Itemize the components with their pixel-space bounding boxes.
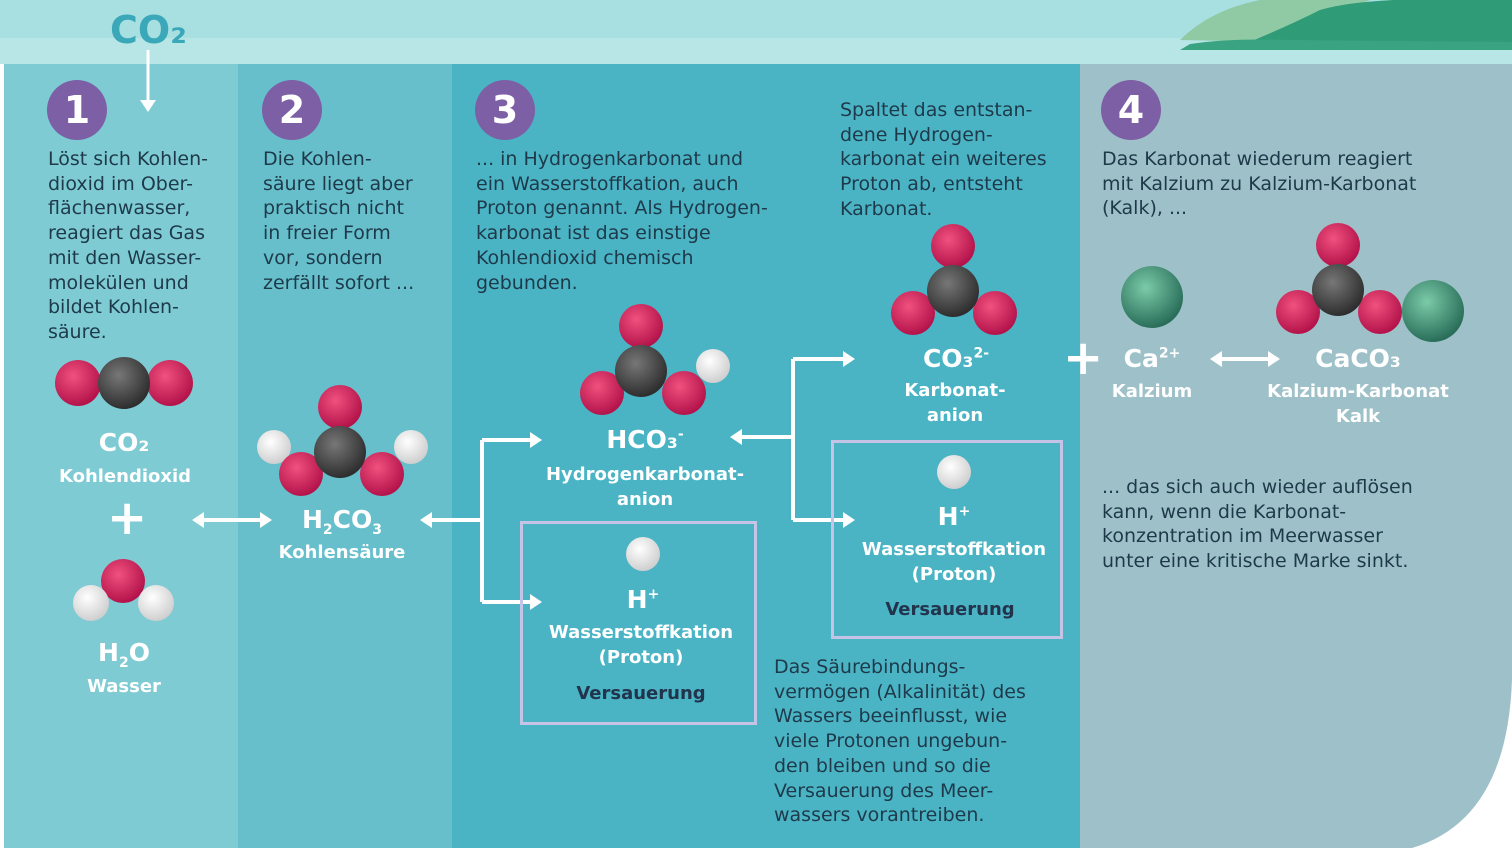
plus-sign-1: +: [107, 490, 148, 546]
calcium-atom: [1121, 266, 1183, 328]
h2o-formula-o: O: [128, 638, 150, 667]
ca-formula-main: Ca: [1123, 344, 1159, 373]
ca-formula-charge: 2+: [1158, 345, 1181, 362]
step-4-badge: 4: [1101, 80, 1161, 140]
proton-2-tag: Versauerung: [885, 599, 1015, 620]
step-2-text: Die Kohlen- säure liegt aber praktisch n…: [263, 148, 415, 294]
h2o-formula: H2O: [64, 638, 184, 671]
corner-curve: [1412, 680, 1512, 848]
proton-2-box: [831, 440, 1063, 639]
proton-2-atom: [937, 455, 971, 489]
proton-2-name: Wasserstoffkation (Proton): [861, 539, 1047, 585]
co3-formula-main: CO₃: [922, 344, 974, 373]
proton-2-formula-charge: +: [958, 503, 971, 520]
h2co3-molecule: [257, 385, 428, 496]
proton-1-formula: H+: [603, 585, 683, 614]
alkalinity-text: Das Säurebindungs- vermögen (Alkalinität…: [774, 656, 1026, 827]
proton-2-formula-h: H: [937, 502, 959, 531]
co3-formula-charge: 2-: [973, 345, 990, 362]
ca-formula: Ca2+: [1112, 344, 1192, 373]
step-3-badge: 3: [475, 80, 535, 140]
h2co3-name: Kohlensäure: [278, 542, 406, 563]
step-1-badge: 1: [47, 80, 107, 140]
proton-1-formula-h: H: [626, 585, 648, 614]
proton-1-formula-charge: +: [647, 586, 660, 603]
co3-molecule: [891, 224, 1017, 335]
column-step-3: [452, 64, 1080, 848]
h2co3-formula-sub2: 3: [372, 522, 383, 538]
hco3-formula: HCO₃-: [575, 425, 715, 454]
hco3-molecule: [580, 304, 730, 415]
co2-formula: CO₂: [98, 428, 150, 457]
h2co3-formula-sub1: 2: [322, 522, 333, 538]
column-step-1: [4, 64, 238, 848]
h2o-name: Wasser: [87, 676, 161, 697]
proton-2-formula: H+: [914, 502, 994, 531]
h2co3-formula-h: H: [301, 505, 323, 534]
hco3-formula-charge: -: [677, 426, 684, 443]
co2-molecule: [55, 357, 193, 409]
reaction-arrows: [200, 357, 1270, 604]
proton-1-atom: [626, 537, 660, 571]
arrow-heads: [192, 351, 1280, 610]
h2o-formula-h: H: [98, 638, 119, 667]
column-step-4: [1080, 64, 1512, 848]
plus-sign-2: +: [1063, 330, 1104, 386]
co2-down-arrow: [140, 50, 156, 112]
step-1-text: Löst sich Kohlen- dioxid im Ober- fläche…: [48, 148, 209, 343]
step-3-text: ... in Hydrogenkarbonat und ein Wasserst…: [476, 148, 768, 294]
co3-formula: CO₃2-: [896, 344, 1016, 373]
caco3-formula: CaCO₃: [1315, 344, 1401, 373]
step-3b-text: Spaltet das entstan- dene Hydrogen- karb…: [840, 99, 1047, 220]
h2o-molecule: [73, 559, 174, 621]
proton-1-box: [520, 521, 757, 725]
h2co3-formula-co: CO: [332, 505, 373, 534]
caco3-name: Kalzium-Karbonat Kalk: [1267, 381, 1449, 427]
hco3-name: Hydrogenkarbonat- anion: [545, 464, 745, 510]
proton-1-name: Wasserstoffkation (Proton): [548, 622, 734, 668]
hco3-formula-main: HCO₃: [606, 425, 678, 454]
header-co2-label: CO₂: [110, 8, 187, 52]
h2o-formula-sub: 2: [118, 655, 129, 671]
ca-name: Kalzium: [1111, 381, 1193, 402]
co3-name: Karbonat- anion: [904, 380, 1006, 426]
step-4b-text: ... das sich auch wieder auflösen kann, …: [1102, 476, 1413, 573]
step-2-badge: 2: [262, 80, 322, 140]
caco3-molecule: [1276, 223, 1464, 342]
co2-name: Kohlendioxid: [58, 466, 192, 487]
proton-1-tag: Versauerung: [576, 683, 706, 704]
coast-hills: [1180, 0, 1512, 50]
step-4-text: Das Karbonat wiederum reagiert mit Kalzi…: [1102, 148, 1417, 220]
h2co3-formula: H2CO3: [272, 505, 412, 538]
